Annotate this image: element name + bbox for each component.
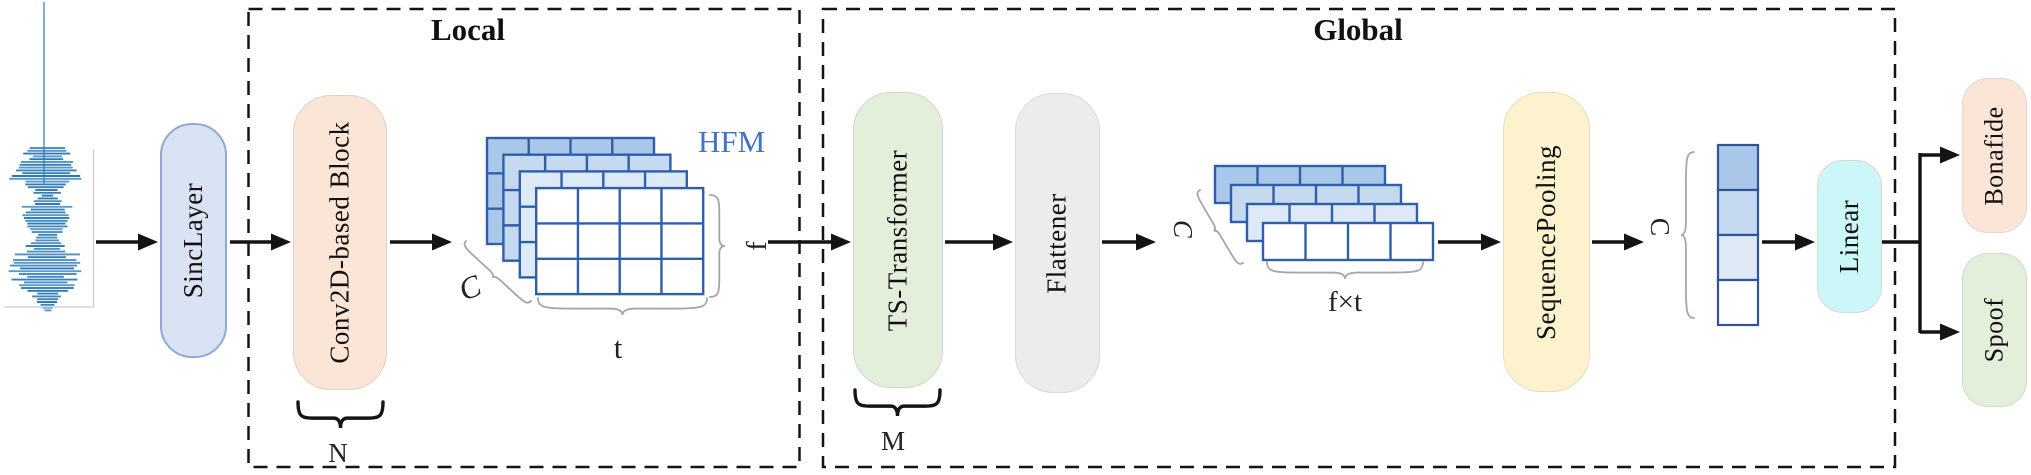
c-brace-flattened [1196,189,1244,265]
output-spoof-label: Spoof [1979,297,2009,363]
output-spoof: Spoof [1962,253,2027,407]
pooled-vector-cell [1716,143,1760,192]
block-flattener-label: Flattener [1042,192,1072,294]
flow-arrowhead [1940,323,1960,341]
n-brace [296,400,385,429]
block-sinclayer-label: SincLayer [178,182,209,299]
t-dimension-label: t [613,330,623,365]
block-conv2d: Conv2D-based Block [293,95,387,390]
c-dimension-label-pooled: C [1645,217,1676,237]
n-repeat-label: N [328,438,348,468]
pooled-vector-cell [1716,278,1760,327]
hfm-label: HFM [698,124,766,159]
waveform-image [8,147,82,312]
flow-arrowhead [1136,233,1156,251]
fxt-brace [1266,261,1424,280]
block-sequence-pooling: SequencePooling [1503,92,1590,392]
flow-arrowhead [432,233,452,251]
flow-arrowhead [1624,233,1644,251]
block-conv2d-label: Conv2D-based Block [324,121,355,364]
flow-arrowhead [271,233,291,251]
block-sequence-pooling-label: SequencePooling [1531,144,1562,340]
block-sinclayer: SincLayer [160,123,227,358]
flow-arrowhead [993,233,1013,251]
f-brace [709,194,726,298]
block-ts-transformer: TS-Transformer [853,92,943,388]
flow-arrowhead [1795,233,1815,251]
output-bonafide-label: Bonafide [1979,105,2009,206]
block-linear: Linear [1817,160,1882,313]
column-brace [1680,151,1695,319]
f-dimension-label: f [740,241,773,251]
block-linear-label: Linear [1834,199,1865,274]
global-region-border [821,7,1897,469]
c-brace-local [463,240,532,304]
output-bonafide: Bonafide [1962,78,2027,233]
m-brace [853,388,942,417]
flow-arrowhead [1481,233,1501,251]
fxt-dimension-label: f×t [1327,286,1363,318]
t-brace [537,297,708,316]
flow-arrowhead [831,233,851,251]
global-region-title: Global [1313,12,1403,47]
flow-arrowhead [1940,146,1960,164]
m-repeat-label: M [880,426,905,456]
flow-arrowhead [138,233,158,251]
c-dimension-label-flattened: C [1168,219,1199,239]
local-region-title: Local [430,12,506,47]
block-ts-transformer-label: TS-Transformer [882,149,913,331]
pooled-vector-cell [1716,188,1760,237]
pooled-vector-cell [1716,233,1760,282]
block-flattener: Flattener [1015,93,1100,393]
